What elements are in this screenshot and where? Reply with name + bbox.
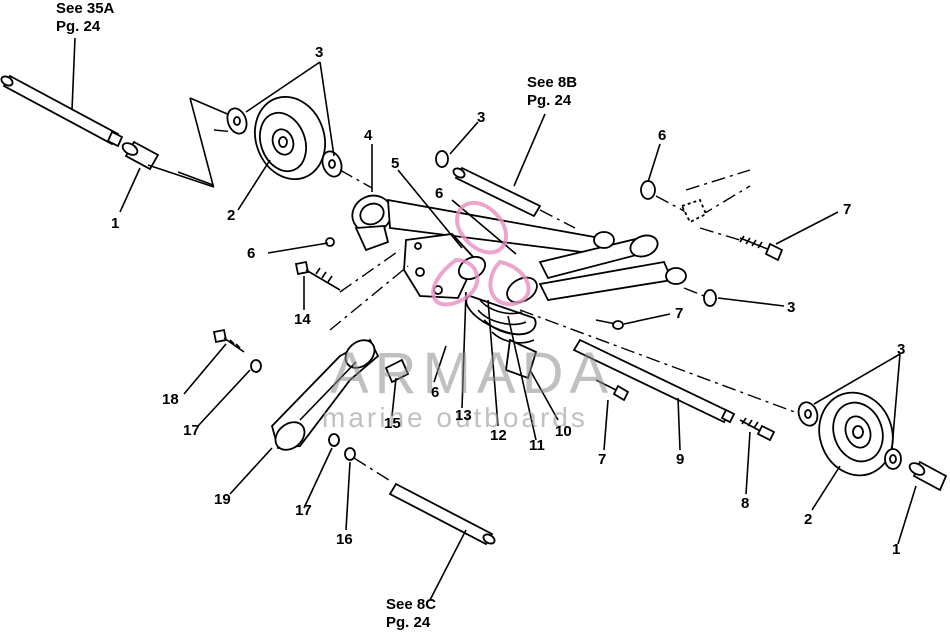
- long-shaft: [572, 338, 736, 424]
- watermark-logo: [431, 200, 531, 307]
- ref-see-8c-text: See 8C: [386, 596, 437, 613]
- callout-11: 11: [529, 437, 545, 454]
- upper-left-shaft: [0, 74, 124, 148]
- nut-16: [344, 447, 356, 461]
- main-arm: [351, 194, 687, 301]
- callout-10: 10: [555, 423, 572, 440]
- washer-17-upper: [250, 359, 262, 373]
- callout-7-upper-right: 7: [843, 201, 852, 218]
- callout-6-lower: 6: [431, 384, 440, 401]
- callout-19: 19: [214, 491, 231, 508]
- ref-see-8c-page: Pg. 24: [386, 614, 431, 631]
- callout-8: 8: [741, 495, 750, 512]
- callout-17-upper: 17: [183, 422, 200, 439]
- callout-12: 12: [490, 427, 507, 444]
- bolt-lower: [595, 379, 630, 402]
- bolt-8: [739, 417, 776, 442]
- ref-see-35a-page: Pg. 24: [56, 18, 101, 35]
- watermark-logo-swirl: [431, 200, 531, 307]
- callout-6-upper: 6: [435, 185, 444, 202]
- nut-right: [640, 180, 656, 200]
- callout-2-right: 2: [804, 511, 813, 528]
- pin-15: [384, 358, 410, 384]
- callout-3-mid-right: 3: [787, 299, 796, 316]
- callout-16: 16: [336, 531, 353, 548]
- callout-7-lower: 7: [598, 451, 607, 468]
- lower-shaft: [388, 482, 496, 546]
- callout-6-right: 6: [658, 127, 667, 144]
- idler-wheel-left: [254, 95, 326, 181]
- callout-13: 13: [455, 407, 472, 424]
- callout-17-lower: 17: [295, 502, 312, 519]
- callout-3-right: 3: [897, 341, 906, 358]
- callout-5: 5: [391, 155, 400, 172]
- callout-15: 15: [384, 415, 401, 432]
- bolt-18: [212, 328, 245, 353]
- upper-shaft: [452, 166, 542, 218]
- callout-1-right: 1: [892, 541, 901, 558]
- watermark-subtitle: marine outboards: [322, 402, 588, 433]
- ref-see-35a: See 35A Pg. 24: [56, 0, 114, 36]
- watermark-title: ARMADA: [330, 341, 615, 406]
- callout-3-top-mid: 3: [477, 109, 486, 126]
- idler-wheel-right: [818, 391, 894, 477]
- nut-6-left: [325, 237, 335, 247]
- bolt-14: [294, 260, 341, 291]
- callout-2-left: 2: [227, 207, 236, 224]
- ref-see-8c: See 8C Pg. 24: [386, 596, 436, 632]
- ref-see-8b: See 8B Pg. 24: [527, 74, 577, 110]
- callout-6-left: 6: [247, 245, 256, 262]
- spacer-right: [908, 460, 948, 492]
- leader-lines: [71, 37, 917, 601]
- callout-3-top-left: 3: [315, 44, 324, 61]
- ref-see-35a-text: See 35A: [56, 0, 115, 17]
- callout-9: 9: [676, 451, 685, 468]
- bolt-mid: [595, 319, 624, 330]
- bolt-upper-right: [739, 235, 784, 262]
- callout-7-mid: 7: [675, 305, 684, 322]
- callout-18: 18: [162, 391, 179, 408]
- nut-upper: [435, 150, 449, 168]
- spacer-left: [121, 140, 160, 171]
- callout-1-left: 1: [111, 215, 120, 232]
- bracket-plate: [403, 233, 478, 299]
- callout-4: 4: [364, 127, 373, 144]
- callout-14: 14: [294, 311, 311, 328]
- ref-see-8b-text: See 8B: [527, 74, 578, 91]
- washer-mid-right: [703, 289, 717, 307]
- ref-see-8b-page: Pg. 24: [527, 92, 572, 109]
- washer-17-lower: [328, 433, 340, 447]
- link-arm: [270, 338, 380, 451]
